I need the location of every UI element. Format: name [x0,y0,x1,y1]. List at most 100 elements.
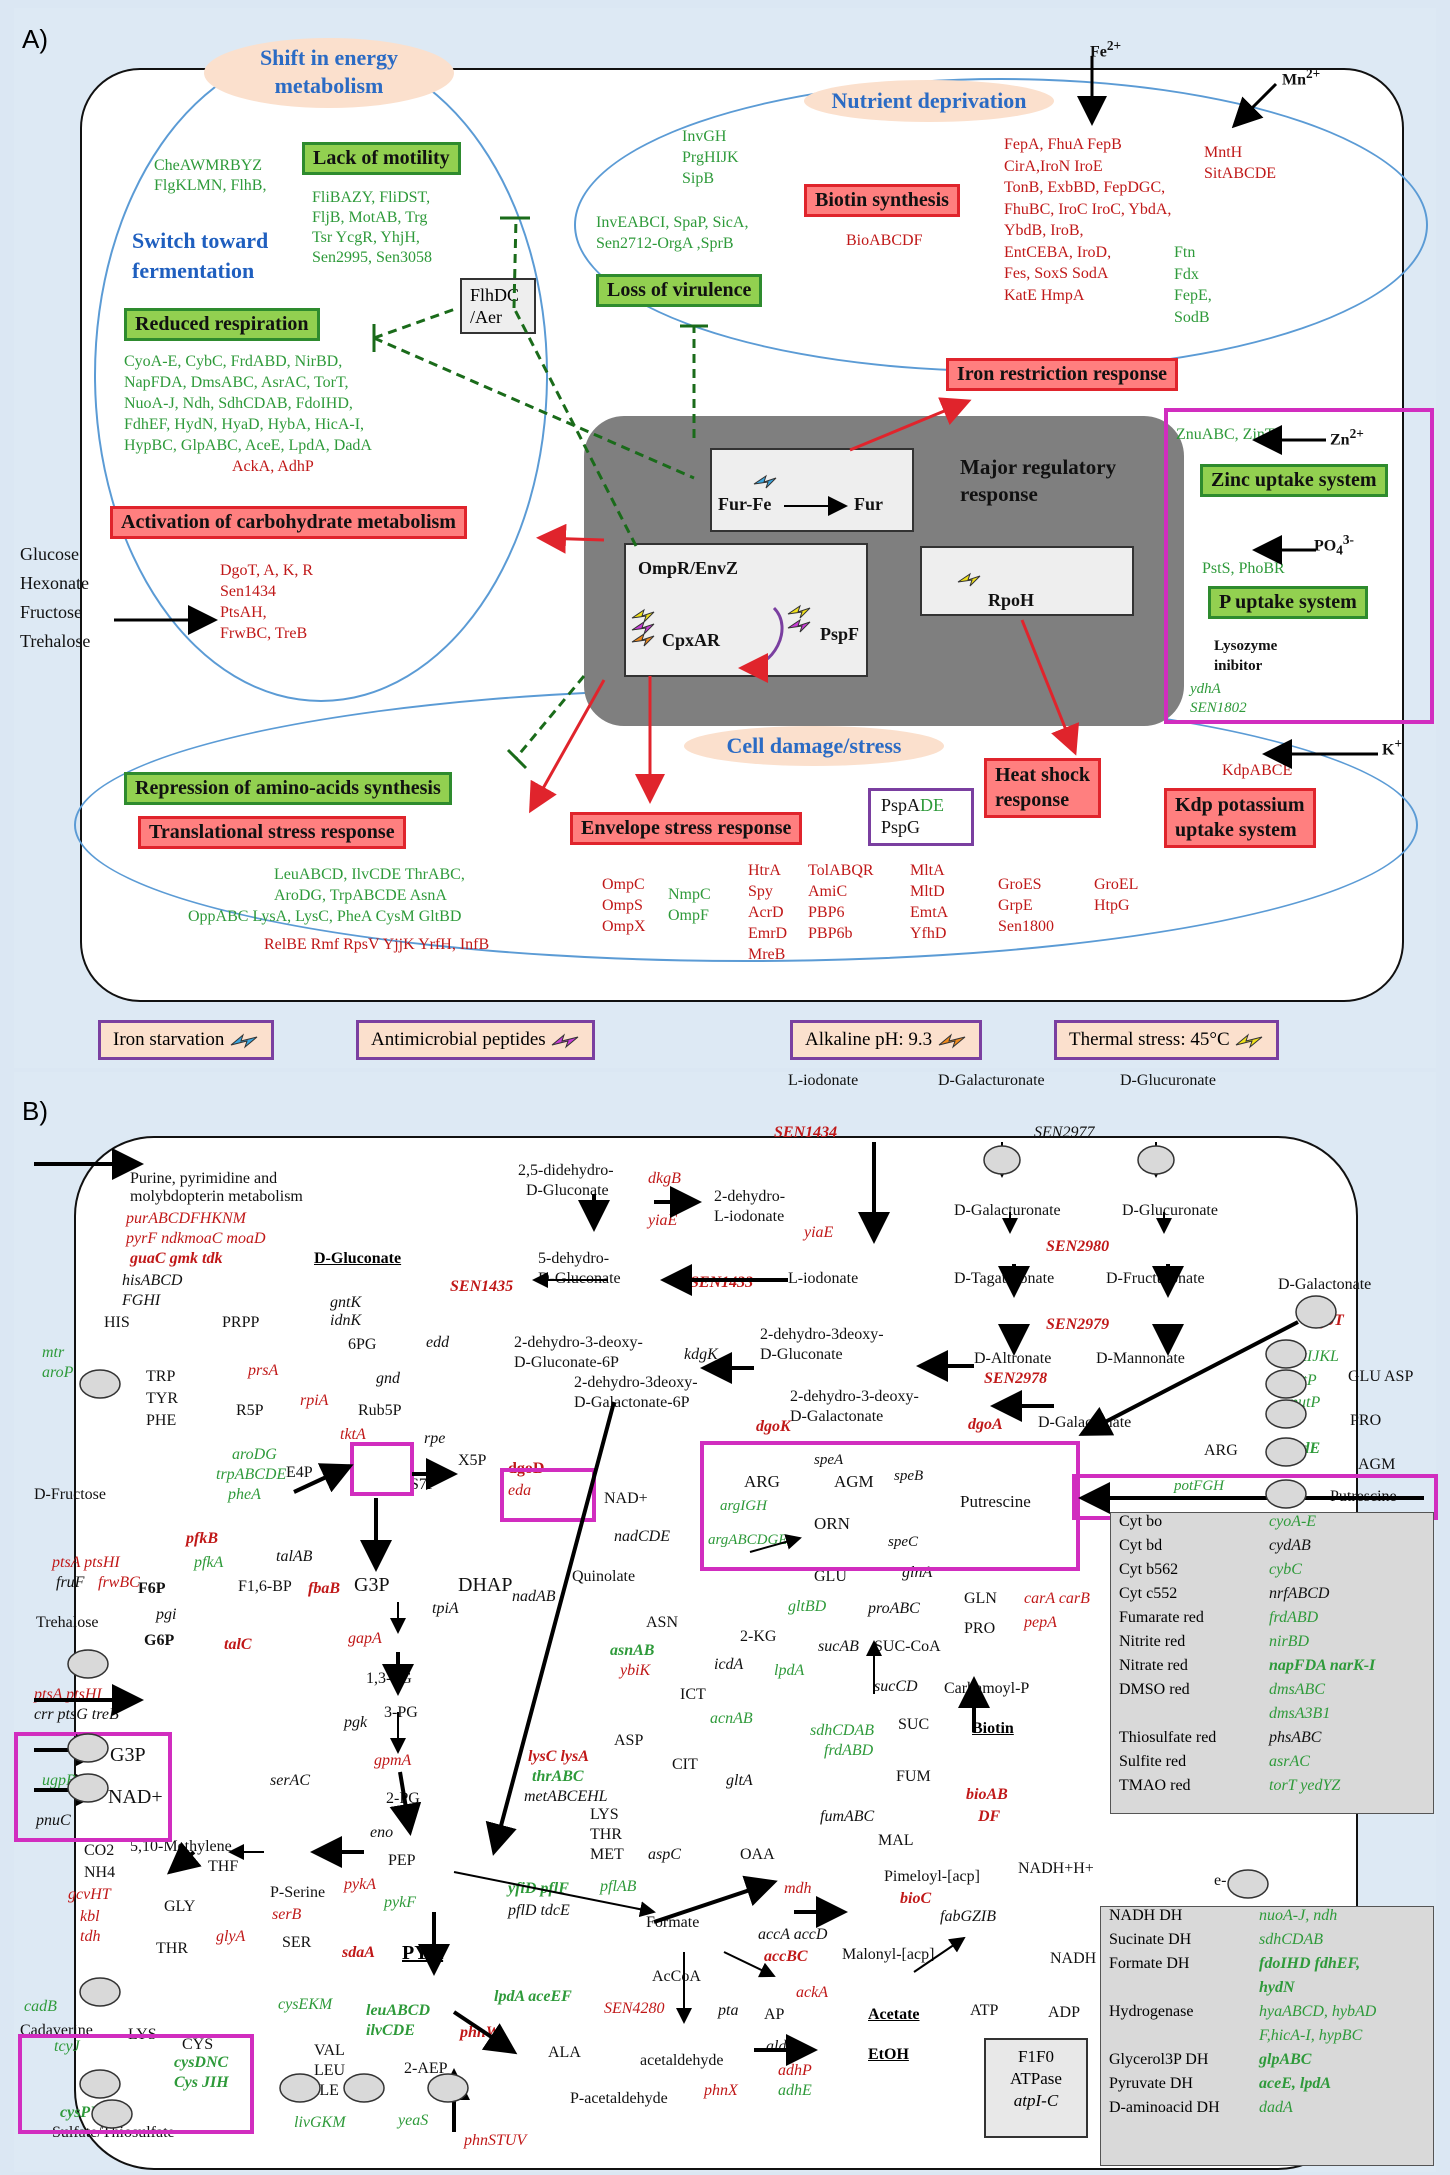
row-name: Cyt c552 [1119,1585,1178,1602]
row-genes: cyoA-E [1269,1513,1317,1530]
pathway-label-l86: D-Fructose [34,1486,106,1503]
pathway-label-l152: kbl [80,1908,100,1925]
pathway-label-l174: bioAB [966,1786,1008,1803]
pathway-label-l18: 2-dehydro- [714,1188,786,1205]
pathway-label-l33: D-Galactonate [1278,1276,1372,1293]
pathway-label-l55: TRP [146,1368,176,1385]
pathway-label-l200: acetaldehyde [640,2052,724,2069]
argABCDGE-label: argABCDGE [708,1532,788,1548]
panel-a-label: A) [22,24,48,54]
row-name: Pyruvate DH [1109,2075,1193,2092]
pathway-label-l206: LEU [314,2062,346,2079]
speA-label: speA [814,1452,844,1468]
pathway-label-l219: phnSTUV [464,2132,527,2149]
ion-fe: Fe2+ [1090,38,1122,61]
pspf-label: PspF [820,624,860,644]
pathway-label-l34: SEN2979 [1046,1316,1110,1333]
pathway-label-l104: nadAB [512,1588,556,1605]
nadAB-highlight [500,1468,596,1522]
orn-label: ORN [814,1514,850,1533]
pathway-label-l169: mdh [784,1880,812,1897]
pathway-label-l146: pnuC [36,1812,71,1829]
pathway-label-l24: D-Gluconate [538,1270,621,1287]
pathway-label-l87: ptsA ptsHI [52,1554,120,1571]
motility-genes-right: FliBAZY, FliDST,FljB, MotAB, Trg Tsr Ycg… [312,189,432,266]
pathway-label-l25: SEN1435 [450,1278,514,1295]
pathway-label-l101: G6P [144,1632,175,1649]
pathway-label-l220: ATP [970,2002,999,2019]
pathway-label-l201: adhP [778,2062,812,2079]
pathway-label-l137: FUM [896,1768,931,1785]
pathway-label-l67: D-Galactonate-6P [574,1394,690,1411]
row-name: Cyt bd [1119,1537,1163,1554]
row-genes: aceE, lpdA [1259,2075,1331,2092]
box-rpoh [920,546,1134,616]
pathway-label-l113: proABC [868,1600,920,1617]
pathway-label-l42: 2-dehydro-3deoxy- [760,1326,884,1343]
row-name: Sulfite red [1119,1753,1187,1770]
row-genes: cybC [1269,1561,1302,1578]
pathway-label-l214: Cys JIH [174,2074,229,2091]
pathway-label-l141: metABCEHL [524,1788,608,1805]
pathway-label-l23: 5-dehydro- [538,1250,610,1267]
row-genes: dmsA3B1 [1269,1705,1331,1722]
pathway-label-l82: eda [508,1482,532,1499]
pathway-label-l41: D-Gluconate-6P [514,1354,619,1371]
pathway-label-l75: AGM [1358,1456,1396,1473]
pathway-label-l180: accA accD [758,1926,828,1943]
arg-inner-label: ARG [744,1472,780,1491]
pathway-label-l224: NADH [1050,1950,1097,1967]
pathway-label-l210: P-acetaldehyde [570,2090,668,2107]
fur-label: Fur [854,494,883,514]
rpoh-label: RpoH [988,590,1035,610]
pathway-label-l171: Pimeloyl-[acp] [884,1868,980,1885]
box-loss-virulence: Loss of virulence [596,274,763,307]
pathway-label-l39: edd [426,1334,450,1351]
pathway-label-l134: Biotin [972,1720,1014,1737]
pathway-label-l19: L-iodonate [714,1208,785,1225]
pathway-label-l96: G3P [354,1574,390,1596]
pathway-label-l107: ybiK [620,1662,651,1679]
pathway-label-l170: MAL [878,1832,914,1849]
pathway-label-l68: 2-dehydro-3-deoxy- [790,1388,919,1405]
pathway-label-l50: GLU ASP [1348,1368,1414,1385]
pathway-label-l21: yiaE [804,1224,834,1241]
cys-highlight [18,2034,254,2134]
pathway-label-l10: guaC gmk tdk [130,1250,223,1267]
pathway-label-l108: GLU [814,1568,847,1585]
row-genes: hydN [1259,1979,1295,1996]
pathway-label-l126: pgk [344,1714,368,1731]
row-genes: dadA [1259,2099,1293,2116]
pathway-label-l140: thrABC [532,1768,584,1785]
pathway-label-l204: phnX [704,2082,738,2099]
box-fur [710,448,914,532]
pathway-label-l143: gpmA [374,1752,412,1769]
pathway-label-l205: VAL [314,2042,345,2059]
pathway-label-l130: ASP [614,1732,644,1749]
legend-iron: Iron starvation [98,1020,275,1060]
legend-peptides: Antimicrobial peptides [356,1020,596,1060]
row-genes: napFDA narK-I [1269,1657,1376,1674]
pathway-label-l65: X5P [458,1452,487,1469]
pathway-label-l61: Rub5P [358,1402,402,1419]
pathway-label-l84: nadCDE [614,1528,670,1545]
table-row: Pyruvate DH aceE, lpdA [1101,2075,1433,2099]
row-name: TMAO red [1119,1777,1191,1794]
pathway-label-l161: PEP [388,1852,416,1869]
pathway-label-l112: gltBD [788,1598,827,1615]
putrescine-inner-label: Putrescine [960,1492,1031,1511]
row-genes: glpABC [1259,2051,1312,2068]
switch-fermentation-label: Switch toward fermentation [132,228,269,283]
row-genes: F,hicA-I, hypBC [1259,2027,1363,2044]
